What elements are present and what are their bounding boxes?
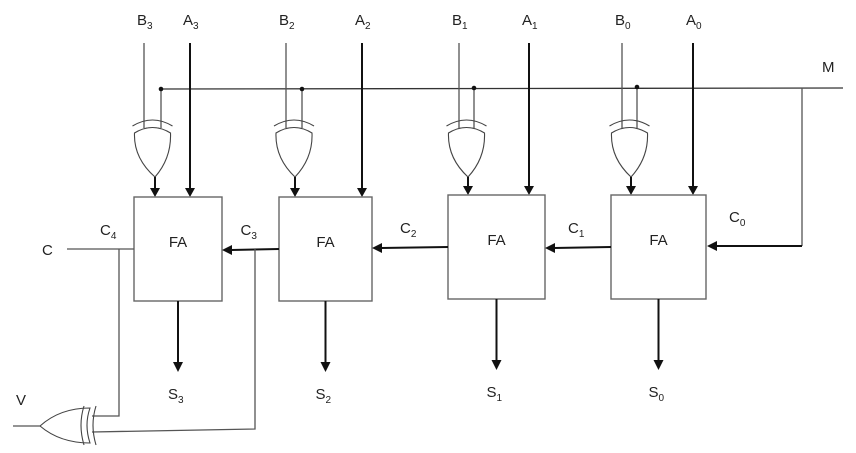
xor-1-arrowhead bbox=[463, 186, 473, 195]
full-adder-0-label: FA bbox=[649, 232, 667, 249]
b2-label: B2 bbox=[279, 12, 295, 32]
full-adder-1-label: FA bbox=[487, 232, 505, 249]
c4-label: C4 bbox=[100, 222, 117, 242]
s0-arrowhead bbox=[653, 360, 664, 370]
b3-label: B3 bbox=[137, 12, 153, 32]
m-junction-dot-1 bbox=[471, 85, 477, 91]
c0-arrowhead bbox=[707, 241, 717, 251]
a3-label: A3 bbox=[183, 12, 199, 32]
s3-label: S3 bbox=[168, 386, 184, 406]
full-adder-0 bbox=[610, 194, 707, 300]
xor-1-back-curve bbox=[446, 119, 487, 127]
a3-arrowhead bbox=[185, 188, 195, 197]
full-adder-2 bbox=[278, 196, 373, 302]
s1-label: S1 bbox=[487, 384, 503, 404]
xor-3-back-curve bbox=[132, 119, 173, 127]
a1-arrowhead bbox=[524, 186, 534, 195]
carry-1-arrowhead bbox=[545, 243, 555, 253]
overflow-xor-gate bbox=[39, 405, 97, 446]
m-control-line bbox=[160, 87, 844, 90]
s1-arrowhead bbox=[491, 360, 502, 370]
v-label: V bbox=[16, 392, 26, 409]
carry-2-arrowhead bbox=[372, 243, 382, 253]
xor-gate-2 bbox=[275, 126, 313, 178]
c-label: C bbox=[42, 242, 53, 259]
m-junction-dot-3 bbox=[158, 86, 164, 92]
a2-arrowhead bbox=[357, 188, 367, 197]
carry-2-wire bbox=[380, 246, 449, 249]
m-label: M bbox=[822, 59, 835, 76]
m-junction-dot-0 bbox=[634, 84, 640, 90]
c3-label: C3 bbox=[241, 222, 258, 242]
a2-label: A2 bbox=[355, 12, 371, 32]
xor-0-arrowhead bbox=[626, 186, 636, 195]
xor-2-back-curve bbox=[273, 119, 315, 127]
s3-arrowhead bbox=[173, 362, 183, 372]
a0-arrowhead bbox=[688, 186, 698, 195]
full-adder-3-label: FA bbox=[169, 234, 187, 251]
b0-label: B0 bbox=[615, 12, 631, 32]
xor-3-arrowhead bbox=[150, 188, 160, 197]
b1-label: B1 bbox=[452, 12, 468, 32]
a1-label: A1 bbox=[522, 12, 538, 32]
c2-label: C2 bbox=[400, 220, 417, 240]
s2-arrowhead bbox=[320, 362, 331, 372]
full-adder-2-label: FA bbox=[316, 234, 334, 251]
xor-gate-3 bbox=[133, 126, 172, 178]
s0-label: S0 bbox=[649, 384, 665, 404]
a0-label: A0 bbox=[686, 12, 702, 32]
carry-3-arrowhead bbox=[222, 245, 232, 255]
xor-gate-0 bbox=[610, 126, 649, 178]
m-junction-dot-2 bbox=[299, 86, 305, 92]
xor-0-back-curve bbox=[609, 119, 650, 127]
c3-to-xor-wire bbox=[91, 249, 256, 433]
s2-label: S2 bbox=[316, 386, 332, 406]
xor-gate-1 bbox=[447, 126, 486, 178]
c1-label: C1 bbox=[568, 220, 585, 240]
c0-label: C0 bbox=[729, 209, 746, 229]
c4-to-xor-wire bbox=[92, 249, 120, 417]
xor-2-arrowhead bbox=[290, 188, 300, 197]
carry-1-wire bbox=[553, 246, 612, 249]
